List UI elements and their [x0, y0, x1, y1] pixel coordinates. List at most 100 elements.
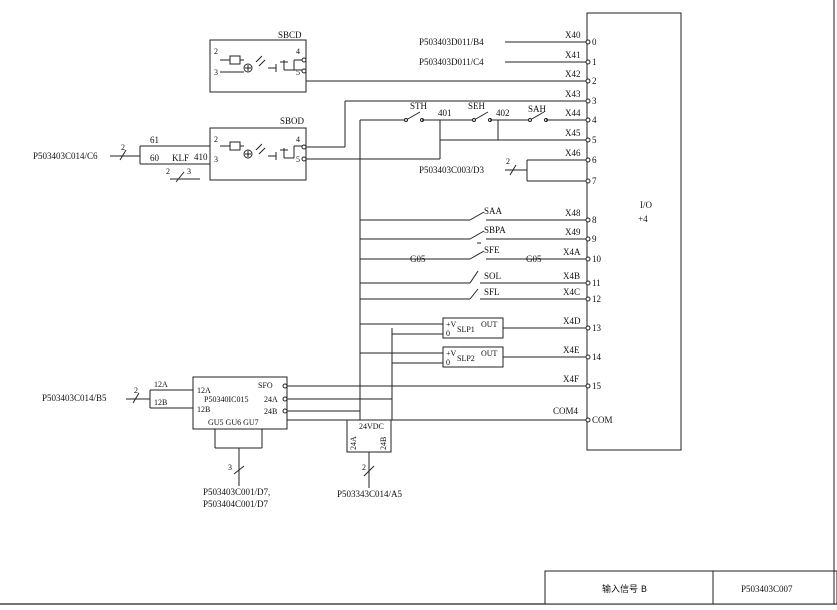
svg-text:X40: X40: [565, 30, 581, 40]
svg-text:SAH: SAH: [528, 104, 547, 114]
svg-text:3: 3: [214, 68, 218, 77]
svg-text:COM: COM: [592, 415, 613, 425]
svg-text:12A: 12A: [154, 380, 168, 389]
svg-text:60: 60: [150, 153, 160, 163]
svg-text:+V: +V: [446, 349, 457, 358]
svg-text:KLF: KLF: [172, 153, 189, 163]
ref-d011-b4: P503403D011/B4: [419, 37, 484, 47]
terminal-x4a: X4A 10: [563, 247, 602, 264]
terminal-x4e: X4E 14: [563, 345, 602, 362]
svg-text:2: 2: [121, 143, 125, 152]
svg-text:0: 0: [446, 329, 450, 338]
svg-text:12B: 12B: [197, 405, 210, 414]
svg-text:SAA: SAA: [484, 206, 503, 216]
svg-text:9: 9: [592, 234, 597, 244]
svg-text:P50340IC015: P50340IC015: [204, 395, 248, 404]
series-switches: STH 401 SEH 402 SAH: [360, 101, 586, 140]
svg-text:12B: 12B: [154, 398, 167, 407]
ref-d011-c4: P503403D011/C4: [419, 57, 484, 67]
svg-text:13: 13: [592, 323, 602, 333]
io-module-label: I/O: [640, 200, 652, 210]
svg-text:SFL: SFL: [484, 287, 500, 297]
x46-loop: 2 P503403C003/D3: [419, 157, 586, 182]
svg-text:SEH: SEH: [468, 101, 486, 111]
ref-c001-d7: P503403C001/D7,: [203, 487, 270, 497]
svg-text:3: 3: [228, 463, 232, 472]
svg-text:10: 10: [592, 254, 602, 264]
svg-text:X42: X42: [565, 69, 581, 79]
ref-c014-b5: P503403C014/B5: [42, 393, 107, 403]
title-block: 输入信号 B P503403C007: [0, 570, 837, 605]
svg-text:G05: G05: [410, 254, 426, 264]
svg-text:410: 410: [194, 152, 208, 162]
svg-text:61: 61: [150, 135, 159, 145]
svg-text:401: 401: [438, 108, 452, 118]
svg-text:X41: X41: [565, 50, 581, 60]
ref-c343-a5: P503343C014/A5: [337, 489, 403, 499]
svg-text:11: 11: [592, 278, 601, 288]
svg-text:5: 5: [296, 155, 300, 164]
svg-text:5: 5: [592, 135, 597, 145]
svg-text:8: 8: [592, 215, 597, 225]
svg-text:5: 5: [296, 68, 300, 77]
svg-text:24B: 24B: [379, 437, 388, 450]
svg-text:X4D: X4D: [563, 316, 581, 326]
svg-text:SFO: SFO: [258, 381, 273, 390]
svg-text:X4B: X4B: [563, 271, 580, 281]
svg-text:SLP1: SLP1: [457, 325, 475, 334]
sensor-slp1: +V 0 SLP1 OUT: [360, 317, 586, 339]
title-block-title: 输入信号 B: [602, 583, 647, 595]
svg-text:24A: 24A: [264, 395, 278, 404]
svg-text:SBCD: SBCD: [278, 30, 302, 40]
ref-c404-d7: P503404C001/D7: [203, 499, 269, 509]
sensor-slp2: +V 0 SLP2 OUT: [360, 346, 586, 368]
svg-text:3: 3: [187, 167, 191, 176]
svg-text:COM4: COM4: [553, 406, 579, 416]
svg-text:24A: 24A: [349, 436, 358, 450]
title-block-code: P503403C007: [741, 584, 793, 594]
svg-text:OUT: OUT: [481, 320, 498, 329]
klf-input: P503403C014/C6 2 61 60 KLF 410 2 3: [33, 135, 210, 183]
io-module-box: [586, 12, 682, 451]
wires-x40-x41: P503403D011/B4 P503403D011/C4: [419, 37, 586, 67]
svg-text:X4A: X4A: [563, 247, 581, 257]
svg-text:2: 2: [214, 47, 218, 56]
svg-text:2: 2: [362, 463, 366, 472]
svg-text:SBOD: SBOD: [280, 116, 305, 126]
svg-text:X45: X45: [565, 128, 581, 138]
module-c015: 12A 12B P50340IC015 SFO 24A 24B GU5 GU6 …: [42, 376, 288, 509]
svg-text:GU5 GU6 GU7: GU5 GU6 GU7: [208, 418, 259, 427]
svg-text:X43: X43: [565, 89, 581, 99]
psu-24vdc: 24VDC 24A 24B 2 P503343C014/A5: [337, 419, 403, 499]
svg-text:402: 402: [496, 108, 510, 118]
svg-text:STH: STH: [410, 101, 428, 111]
svg-text:14: 14: [592, 352, 602, 362]
ref-c003-d3: P503403C003/D3: [419, 165, 485, 175]
svg-text:12A: 12A: [197, 386, 211, 395]
svg-text:2: 2: [166, 167, 170, 176]
svg-text:SFE: SFE: [484, 245, 500, 255]
svg-text:0: 0: [592, 37, 597, 47]
svg-text:SOL: SOL: [484, 271, 501, 281]
svg-text:SLP2: SLP2: [457, 354, 475, 363]
svg-text:X4C: X4C: [563, 287, 580, 297]
io-module-sublabel: +4: [638, 214, 648, 224]
svg-text:G05: G05: [526, 254, 542, 264]
svg-text:OUT: OUT: [481, 349, 498, 358]
svg-text:X48: X48: [565, 208, 581, 218]
svg-text:4: 4: [296, 47, 300, 56]
relay-sbcd: SBCD 2 3 4 5: [209, 30, 307, 93]
svg-text:24B: 24B: [264, 407, 277, 416]
svg-text:1: 1: [592, 57, 597, 67]
svg-text:2: 2: [506, 157, 510, 166]
svg-text:2: 2: [134, 386, 138, 395]
svg-text:3: 3: [214, 155, 218, 164]
svg-text:X44: X44: [565, 108, 581, 118]
svg-text:X4F: X4F: [563, 374, 579, 384]
svg-text:X4E: X4E: [563, 345, 580, 355]
ref-c014-c6: P503403C014/C6: [33, 151, 98, 161]
svg-text:12: 12: [592, 294, 601, 304]
svg-text:2: 2: [214, 135, 218, 144]
